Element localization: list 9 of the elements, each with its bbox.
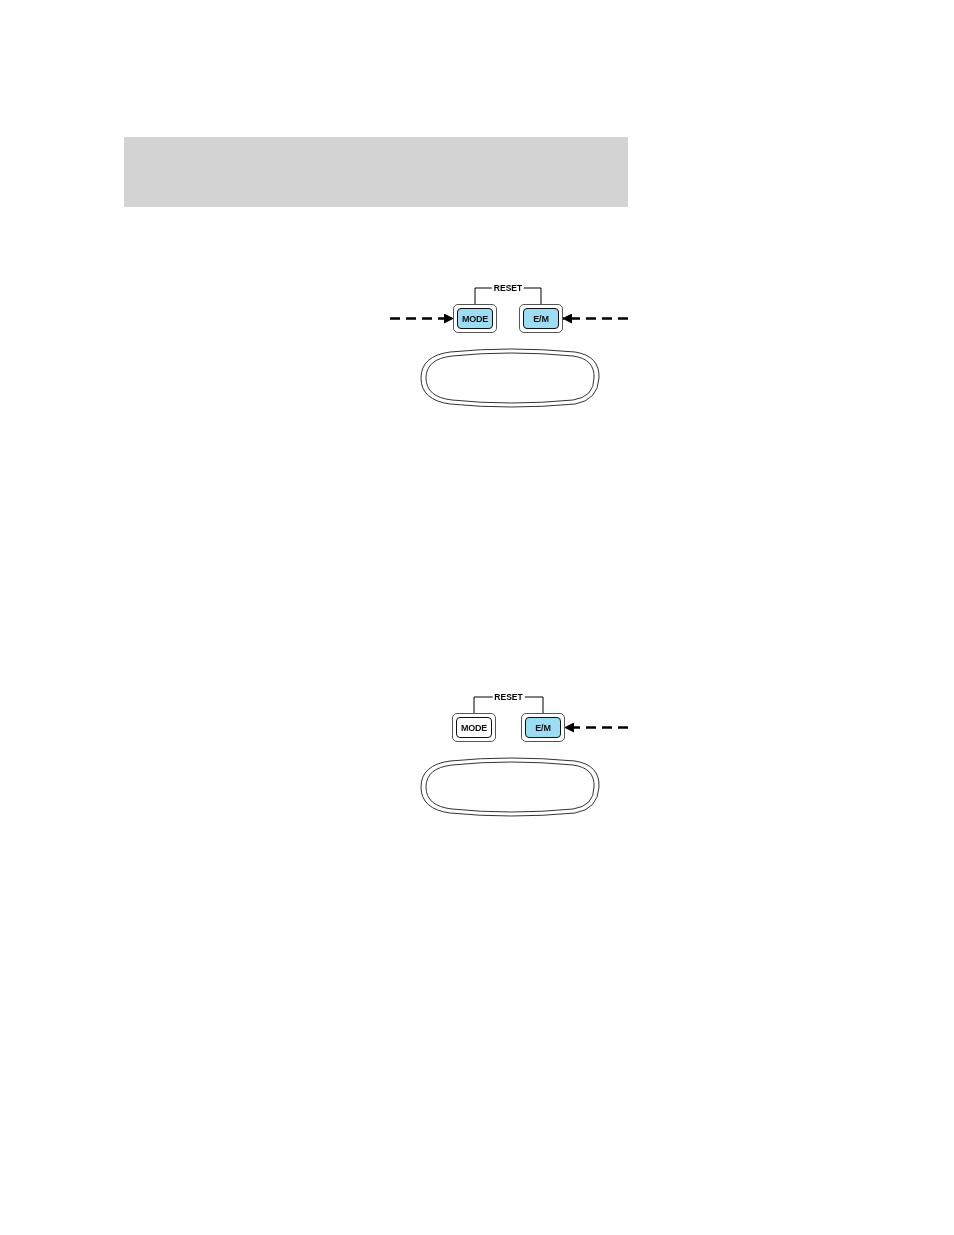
key-button: E/M (521, 713, 565, 742)
key-button: MODE (452, 713, 496, 742)
arrow (562, 313, 628, 324)
edge-label: RESET (491, 283, 525, 293)
arrow (564, 722, 628, 733)
arrow (390, 313, 454, 324)
key-button: E/M (519, 304, 563, 333)
key-button: MODE (453, 304, 497, 333)
edge-label: RESET (492, 692, 525, 702)
